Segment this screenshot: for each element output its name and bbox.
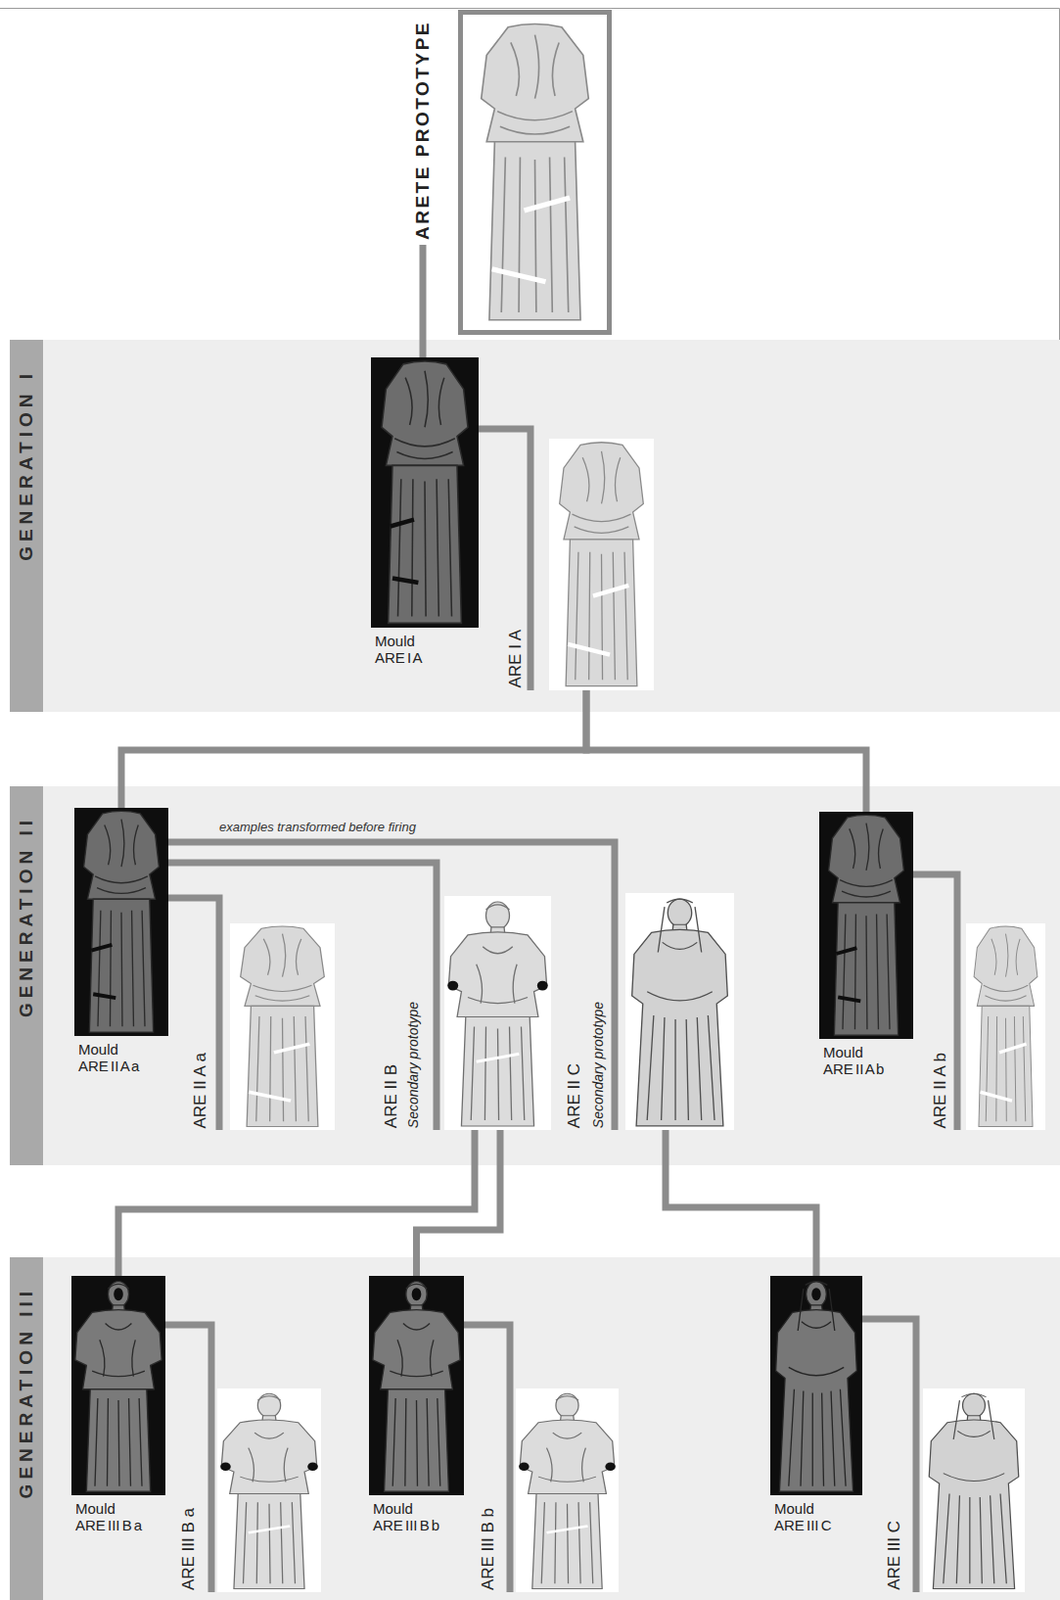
connector-line [478,428,531,691]
cast-label: ARE II A b [931,1052,950,1129]
statue-figure [549,438,654,691]
connector-line [463,1324,510,1592]
statue-figure [444,895,552,1130]
mould-caption: Mould ARE I A [374,632,447,667]
mould-caption: Mould ARE III C [774,1499,846,1534]
mould-figure [370,357,479,628]
mould-box: Mould ARE II A a [74,807,169,1077]
connector-line [168,841,615,1130]
statue-figure [217,1387,322,1592]
cast-box: ARE II C Secondary prototype [561,892,735,1130]
note-label: examples transformed before firing [219,819,416,834]
mould-figure [74,807,169,1036]
connector-line [168,897,220,1130]
band-bar [9,785,44,1165]
band-bar [9,339,44,712]
prototype-title: ARETE PROTOTYPE [413,20,433,240]
cast-box: ARE II B Secondary prototype [378,895,552,1130]
statue-figure [467,19,602,325]
statue-figure [515,1387,619,1592]
mould-box: Mould ARE III B b [368,1275,464,1536]
band-title: GENERATION III [16,1286,37,1498]
connector-line [168,862,437,1130]
generation-band: GENERATION II Mould ARE II A a ARE II A a A… [9,785,1060,1165]
cast-box: ARE I A [503,438,654,691]
cast-label: ARE III C [885,1520,904,1590]
page-frame [0,8,1060,341]
cast-box: ARE III B a [176,1387,322,1592]
band-title: GENERATION I [16,368,37,561]
connector-line [665,1129,817,1276]
cast-subtitle: Secondary prototype [591,1001,606,1128]
mould-caption: Mould ARE III B a [75,1499,147,1534]
cast-box: ARE III B b [475,1387,619,1592]
statue-figure [625,892,735,1130]
mould-box: Mould ARE II A b [819,811,914,1080]
connector-line [121,690,587,808]
cast-subtitle: Secondary prototype [406,1001,421,1128]
cast-box: ARE II A b [927,922,1046,1130]
prototype-frame [460,12,610,333]
connector-line [165,1324,212,1592]
mould-figure [770,1275,863,1495]
statue-figure [230,922,335,1130]
connector-line [416,1129,502,1276]
cast-label: ARE I A [506,629,525,689]
prototype-box: ARETE PROTOTYPE [409,9,615,337]
cast-label: ARE II B [382,1063,401,1128]
generation-band: GENERATION III Mould ARE III B a ARE III B… [9,1256,1060,1600]
statue-figure [922,1387,1025,1592]
cast-label: ARE II C [565,1062,584,1128]
band-ground [43,785,1060,1165]
statue-figure [966,922,1046,1130]
mould-caption: Mould ARE II A b [823,1043,895,1078]
mould-caption: Mould ARE II A a [78,1040,150,1075]
mould-caption: Mould ARE III B b [372,1499,445,1534]
cast-label: ARE III B b [479,1507,498,1590]
band-ground [43,1256,1060,1600]
mould-figure [368,1275,464,1495]
connector-line [862,1318,917,1592]
connector-line [419,244,427,358]
cast-box: ARE III C [881,1387,1025,1592]
connector-line [118,1129,475,1276]
band-ground [43,339,1060,712]
band-title: GENERATION II [16,815,37,1017]
cast-label: ARE II A a [191,1052,210,1129]
generation-band: GENERATION I Mould ARE I A ARE I A [9,339,1060,712]
connector-line [586,690,867,812]
mould-figure [71,1275,166,1495]
cast-label: ARE III B a [180,1507,198,1590]
mould-figure [819,811,914,1039]
band-bar [9,1256,44,1600]
mould-box: Mould ARE III C [770,1275,863,1536]
mould-box: Mould ARE I A [370,357,479,669]
mould-box: Mould ARE III B a [71,1275,166,1536]
connector-line [913,874,958,1130]
cast-box: ARE II A a [187,922,335,1130]
